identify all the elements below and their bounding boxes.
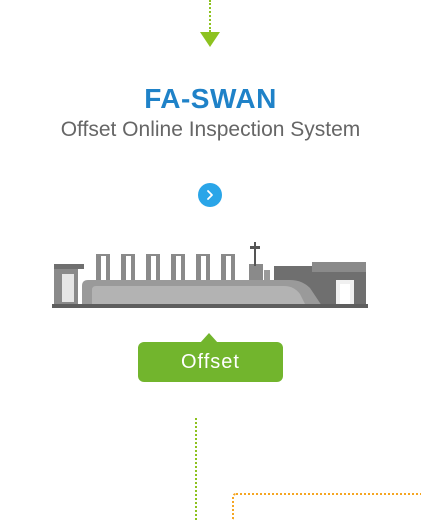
product-title: FA-SWAN <box>144 83 277 114</box>
orange-connector-path <box>232 493 421 520</box>
next-button[interactable] <box>198 183 222 207</box>
bottom-connector-line <box>195 418 197 520</box>
offset-button-pointer <box>200 333 218 343</box>
offset-category-button[interactable]: Offset <box>138 342 283 382</box>
top-connector-line <box>209 0 211 32</box>
offset-printing-press-icon <box>52 242 368 308</box>
chevron-right-icon <box>207 190 213 200</box>
down-arrow-icon <box>200 32 220 47</box>
product-subtitle: Offset Online Inspection System <box>60 118 361 141</box>
